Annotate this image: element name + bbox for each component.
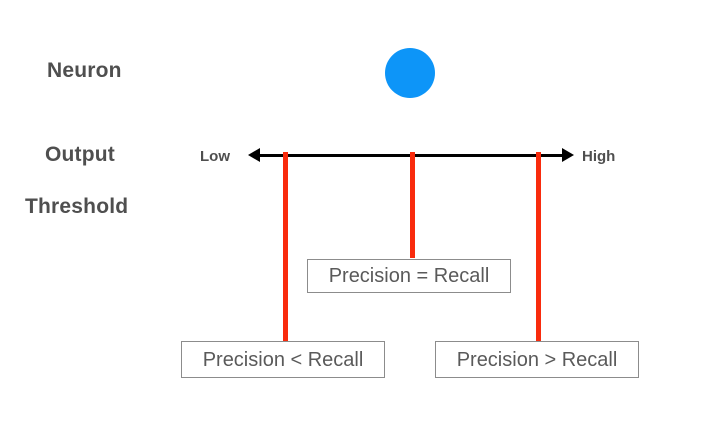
row-label-neuron: Neuron bbox=[47, 59, 122, 82]
row-label-threshold: Threshold bbox=[25, 195, 129, 218]
threshold-tick-high bbox=[536, 152, 541, 342]
callout-precision-equal-recall: Precision = Recall bbox=[307, 259, 511, 293]
axis-label-high: High bbox=[582, 148, 616, 165]
neuron-circle-icon bbox=[385, 48, 435, 98]
axis-label-low: Low bbox=[200, 148, 230, 165]
threshold-tick-low bbox=[283, 152, 288, 342]
arrow-right-icon bbox=[562, 148, 574, 162]
threshold-tick-mid bbox=[410, 152, 415, 258]
callout-precision-less-recall: Precision < Recall bbox=[181, 341, 385, 378]
row-label-output: Output bbox=[45, 143, 116, 166]
callout-precision-greater-recall: Precision > Recall bbox=[435, 341, 639, 378]
